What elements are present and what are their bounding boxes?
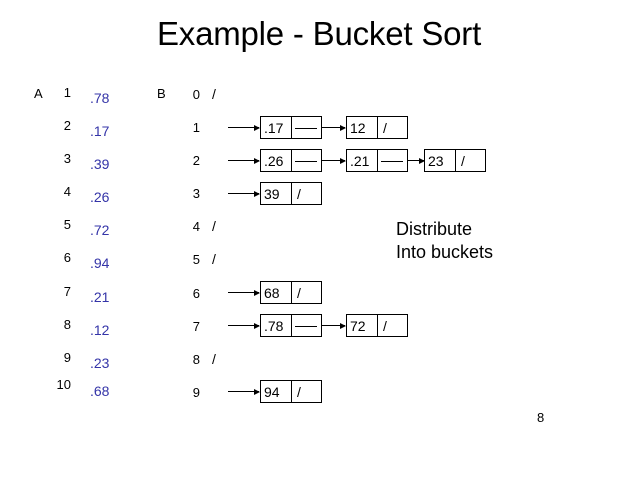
- array-a-index-2: 2: [63, 118, 71, 133]
- array-b-index-2: 2: [192, 153, 200, 168]
- array-a-value-7: .21: [90, 289, 110, 305]
- bucket-2-link-arrow-2-icon: [408, 157, 425, 164]
- array-a-index-4: 4: [63, 184, 71, 199]
- distribute-annotation: Distribute Into buckets: [396, 219, 494, 262]
- array-b-index-1: 1: [192, 120, 200, 135]
- bucket-1-node-2-data: 12: [350, 119, 366, 136]
- array-b-index-3: 3: [192, 186, 200, 201]
- bucket-9-node-1-pointer: /: [290, 381, 321, 402]
- bucket-9-head-arrow-icon: [228, 388, 260, 395]
- bucket-3-node-1-pointer: /: [290, 183, 321, 204]
- bucket-2-node-1-data: .26: [264, 152, 284, 169]
- bucket-4-null-marker: /: [212, 218, 216, 234]
- array-b-index-7: 7: [192, 319, 200, 334]
- bucket-7-node-1-data: .78: [264, 317, 284, 334]
- bucket-7-head-arrow-icon: [228, 322, 260, 329]
- array-b-index-9: 9: [192, 385, 200, 400]
- bucket-7-node-1: .78: [260, 314, 322, 337]
- bucket-6-node-1-data: 68: [264, 284, 280, 301]
- bucket-2-node-2-pointer: [376, 150, 407, 171]
- bucket-8-null-marker: /: [212, 351, 216, 367]
- bucket-7-link-arrow-icon: [322, 322, 346, 329]
- array-b-index-5: 5: [192, 252, 200, 267]
- bucket-2-node-2: .21: [346, 149, 408, 172]
- bucket-2-node-1-pointer: [290, 150, 321, 171]
- bucket-2-node-2-data: .21: [350, 152, 370, 169]
- bucket-5-null-marker: /: [212, 251, 216, 267]
- array-a-value-2: .17: [90, 123, 110, 139]
- array-a-index-8: 8: [63, 317, 71, 332]
- array-b-index-8: 8: [192, 352, 200, 367]
- bucket-2-head-arrow-icon: [228, 157, 260, 164]
- array-a-index-1: 1: [63, 85, 71, 100]
- page-number: 8: [537, 410, 545, 425]
- array-a-value-9: .23: [90, 355, 110, 371]
- bucket-1-head-arrow-icon: [228, 124, 260, 131]
- bucket-1-link-arrow-icon: [322, 124, 346, 131]
- bucket-1-node-1-data: .17: [264, 119, 284, 136]
- bucket-3-node-1-data: 39: [264, 185, 280, 202]
- bucket-0-null-marker: /: [212, 86, 216, 102]
- bucket-2-link-arrow-1-icon: [322, 157, 346, 164]
- array-a-label: A: [34, 86, 43, 101]
- array-a-index-3: 3: [63, 151, 71, 166]
- array-a-value-6: .94: [90, 255, 110, 271]
- bucket-7-node-2-pointer: /: [376, 315, 407, 336]
- array-a-value-8: .12: [90, 322, 110, 338]
- bucket-1-node-1: .17: [260, 116, 322, 139]
- bucket-1-node-2-pointer: /: [376, 117, 407, 138]
- array-b-label: B: [157, 86, 166, 101]
- bucket-3-node-1: 39 /: [260, 182, 322, 205]
- array-b-index-6: 6: [192, 286, 200, 301]
- bucket-9-node-1: 94 /: [260, 380, 322, 403]
- bucket-1-node-2: 12 /: [346, 116, 408, 139]
- array-b-index-4: 4: [192, 219, 200, 234]
- bucket-3-head-arrow-icon: [228, 190, 260, 197]
- bucket-7-node-2: 72 /: [346, 314, 408, 337]
- bucket-2-node-1: .26: [260, 149, 322, 172]
- array-a-value-5: .72: [90, 222, 110, 238]
- bucket-7-node-2-data: 72: [350, 317, 366, 334]
- bucket-9-node-1-data: 94: [264, 383, 280, 400]
- page-title: Example - Bucket Sort: [156, 15, 482, 52]
- array-a-value-3: .39: [90, 156, 110, 172]
- array-b-index-0: 0: [192, 87, 200, 102]
- array-a-index-5: 5: [63, 217, 71, 232]
- array-a-index-10: 10: [56, 377, 71, 392]
- array-a-index-6: 6: [63, 250, 71, 265]
- bucket-6-head-arrow-icon: [228, 289, 260, 296]
- bucket-6-node-1-pointer: /: [290, 282, 321, 303]
- bucket-2-node-3-data: 23: [428, 152, 444, 169]
- bucket-7-node-1-pointer: [290, 315, 321, 336]
- array-a-value-1: .78: [90, 90, 110, 106]
- bucket-6-node-1: 68 /: [260, 281, 322, 304]
- array-a-index-7: 7: [63, 284, 71, 299]
- bucket-2-node-3-pointer: /: [454, 150, 485, 171]
- bucket-2-node-3: 23 /: [424, 149, 486, 172]
- array-a-value-4: .26: [90, 189, 110, 205]
- array-a-index-9: 9: [63, 350, 71, 365]
- bucket-1-node-1-pointer: [290, 117, 321, 138]
- array-a-value-10: .68: [90, 383, 110, 399]
